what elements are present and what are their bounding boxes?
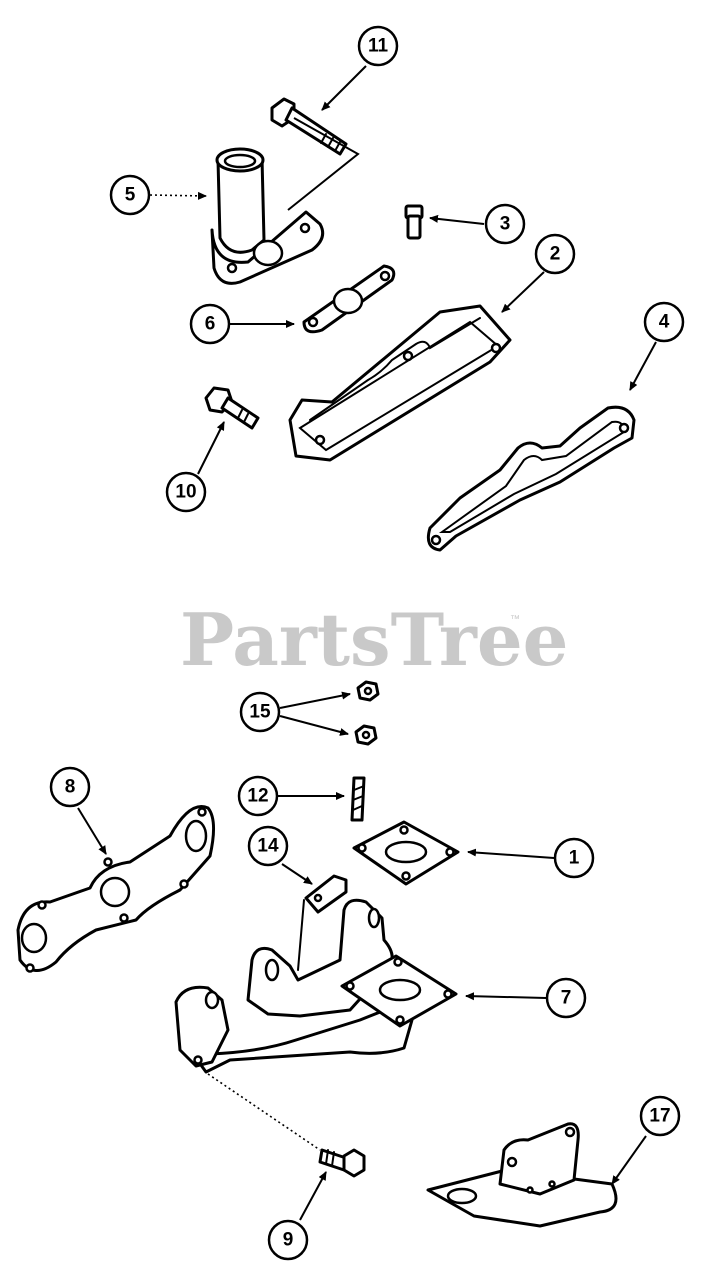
callout-10: 10 bbox=[165, 471, 207, 513]
svg-text:11: 11 bbox=[368, 36, 389, 57]
leader-1 bbox=[467, 848, 555, 859]
part-15-nuts bbox=[354, 680, 380, 746]
leader-10 bbox=[197, 421, 225, 475]
leader-8 bbox=[77, 807, 107, 855]
callout-7: 7 bbox=[545, 977, 587, 1019]
leader-4 bbox=[629, 341, 657, 391]
callout-15: 15 bbox=[239, 691, 281, 733]
svg-text:10: 10 bbox=[175, 482, 196, 503]
svg-text:17: 17 bbox=[649, 1106, 670, 1127]
leader-3 bbox=[429, 214, 485, 225]
part-1-gasket bbox=[352, 820, 460, 886]
part-17-bracket bbox=[426, 1122, 618, 1228]
callout-14: 14 bbox=[247, 825, 289, 867]
leader-15b bbox=[279, 715, 349, 736]
part-7-manifold bbox=[174, 898, 458, 1074]
callout-2: 2 bbox=[534, 233, 576, 275]
svg-text:1: 1 bbox=[569, 848, 580, 869]
leader-17 bbox=[611, 1135, 647, 1185]
watermark-text: PartsTree bbox=[180, 597, 568, 682]
svg-text:15: 15 bbox=[249, 702, 271, 723]
callout-5: 5 bbox=[109, 174, 151, 216]
leader-11-dotted bbox=[287, 117, 360, 211]
part-6-gasket bbox=[302, 264, 396, 334]
callout-11: 11 bbox=[357, 25, 399, 67]
callout-1: 1 bbox=[553, 837, 595, 879]
callout-4: 4 bbox=[643, 301, 685, 343]
svg-text:14: 14 bbox=[257, 836, 279, 857]
part-9-bolt bbox=[318, 1148, 366, 1178]
leader-2 bbox=[501, 271, 545, 313]
part-4-gasket bbox=[426, 405, 636, 552]
part-12-stud bbox=[350, 776, 366, 822]
callout-8: 8 bbox=[49, 766, 91, 808]
leader-11 bbox=[321, 65, 367, 111]
leader-7 bbox=[465, 992, 547, 1001]
svg-text:5: 5 bbox=[125, 185, 136, 206]
part-10-bolt bbox=[204, 386, 260, 430]
svg-text:3: 3 bbox=[500, 214, 511, 235]
leader-9 bbox=[299, 1171, 327, 1221]
svg-text:12: 12 bbox=[247, 786, 268, 807]
leader-15a bbox=[279, 691, 351, 709]
leader-5 bbox=[149, 191, 207, 200]
part-3-fitting bbox=[404, 204, 424, 240]
leader-14 bbox=[281, 863, 313, 885]
callout-6: 6 bbox=[189, 303, 231, 345]
watermark-trademark: ™ bbox=[510, 614, 520, 625]
svg-text:6: 6 bbox=[205, 314, 216, 335]
part-14-pointer-line bbox=[297, 899, 305, 971]
callout-3: 3 bbox=[484, 203, 526, 245]
part-5-outlet-elbow bbox=[210, 147, 325, 285]
svg-text:2: 2 bbox=[550, 244, 561, 265]
callout-12: 12 bbox=[237, 775, 279, 817]
callout-17: 17 bbox=[639, 1095, 681, 1137]
svg-text:9: 9 bbox=[283, 1230, 294, 1251]
part-9-dotted-line bbox=[207, 1073, 321, 1151]
svg-text:4: 4 bbox=[659, 312, 670, 333]
callout-9: 9 bbox=[267, 1219, 309, 1261]
part-2-housing bbox=[288, 304, 512, 462]
part-14-bracket bbox=[304, 874, 348, 914]
svg-text:7: 7 bbox=[561, 988, 572, 1009]
svg-text:8: 8 bbox=[65, 777, 76, 798]
part-8-gasket bbox=[16, 805, 215, 973]
